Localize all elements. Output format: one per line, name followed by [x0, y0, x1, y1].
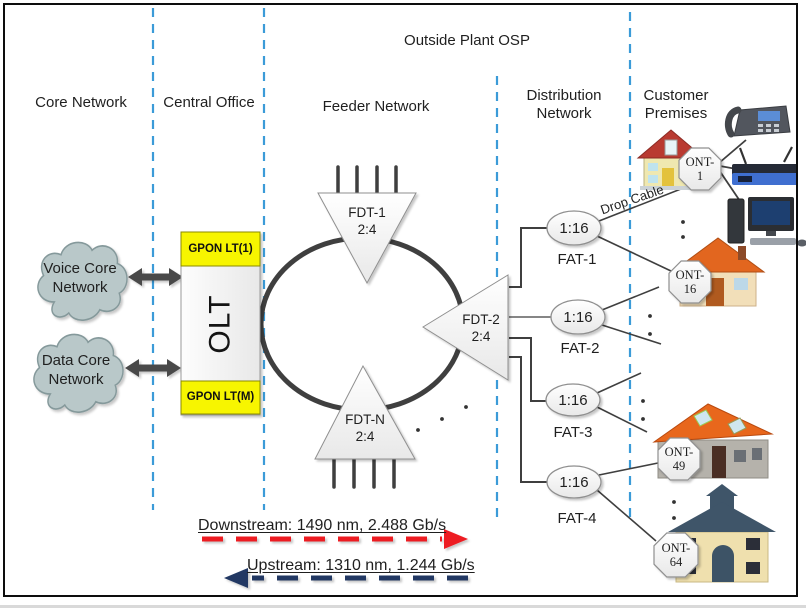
ont64-node [653, 532, 699, 578]
zone-label-central-office: Central Office [163, 94, 255, 111]
upstream-arrowhead [224, 568, 248, 588]
data-core-cloud-icon [33, 333, 124, 413]
zone-label-core-network: Core Network [35, 94, 127, 111]
window-edge [0, 605, 806, 608]
fat2-splitter [550, 299, 606, 335]
fat2-ratio: 1:16 [563, 309, 593, 326]
voice-core-cloud-icon [37, 241, 128, 321]
link-fdt2-fat4 [509, 356, 547, 483]
upstream-legend: Upstream: 1310 nm, 1.244 Gb/s [247, 557, 475, 574]
fat2-name: FAT-2 [560, 340, 600, 357]
drop-line-fat1-ont1 [598, 186, 687, 222]
diagram-border [3, 3, 798, 597]
drop-line-fat4-ont64 [596, 489, 657, 542]
fat1-name: FAT-1 [557, 251, 597, 268]
ont16-node [668, 260, 712, 304]
zone-label-distribution-network: Distribution Network [526, 87, 602, 122]
ont64-label: ONT-64 [661, 541, 691, 569]
fat1-ratio: 1:16 [559, 220, 589, 237]
zone-label-customer-premises: Customer Premises [643, 87, 709, 122]
olt-chassis [180, 231, 261, 416]
downstream-legend: Downstream: 1490 nm, 2.488 Gb/s [198, 517, 447, 534]
gpon-card-1-label: GPON LT(1) [188, 243, 253, 255]
ont1-label: ONT-1 [685, 155, 715, 183]
gpon-card-1 [180, 231, 261, 267]
ont1-node [678, 147, 722, 191]
link-fdt2-fat1 [509, 227, 547, 288]
data-olt-link-arrow [125, 359, 181, 377]
ellipsis-dots [416, 220, 685, 520]
wifi-router-icon [732, 146, 798, 185]
osp-title: Outside Plant OSP [404, 32, 530, 49]
fat4-splitter [546, 465, 602, 499]
fat3-ratio: 1:16 [558, 392, 588, 409]
data-core-cloud-label: Data Core Network [41, 352, 111, 388]
link-ont1-computer [718, 169, 743, 205]
gpon-card-m-label: GPON LT(M) [186, 391, 255, 403]
downstream-arrowhead [444, 529, 468, 549]
zone-label-feeder-network: Feeder Network [322, 98, 430, 115]
ip-phone-icon [724, 105, 791, 138]
fat1-splitter [546, 210, 602, 246]
ont49-node [657, 437, 701, 481]
gpon-card-m [180, 380, 261, 415]
link-ont1-phone [718, 139, 747, 164]
drop-line-fat1-ont16 [596, 235, 672, 272]
link-fdt2-fat3 [509, 337, 546, 402]
fdt1-input-ticks [336, 165, 398, 196]
drop-line-fat4-ont49 [598, 462, 659, 476]
desktop-computer-icon [727, 197, 806, 247]
fat3-name: FAT-3 [553, 424, 593, 441]
drop-line-fat2-b [601, 324, 662, 345]
fdt2-splitter [422, 274, 509, 381]
fdtn-splitter [314, 364, 416, 460]
fat4-ratio: 1:16 [559, 474, 589, 491]
drop-line-fat2-a [601, 286, 660, 311]
drop-line-fat3-a [596, 372, 642, 394]
drop-line-fat3-b [596, 406, 648, 433]
voice-core-cloud-label: Voice Core Network [43, 260, 117, 296]
fat3-splitter [545, 383, 601, 417]
fdtn-output-ticks [332, 457, 396, 489]
fat4-name: FAT-4 [557, 510, 597, 527]
fdt1-splitter [317, 192, 417, 285]
ont16-label: ONT-16 [675, 268, 705, 296]
ont49-label: ONT-49 [664, 445, 694, 473]
voice-olt-link-arrow [128, 268, 183, 286]
